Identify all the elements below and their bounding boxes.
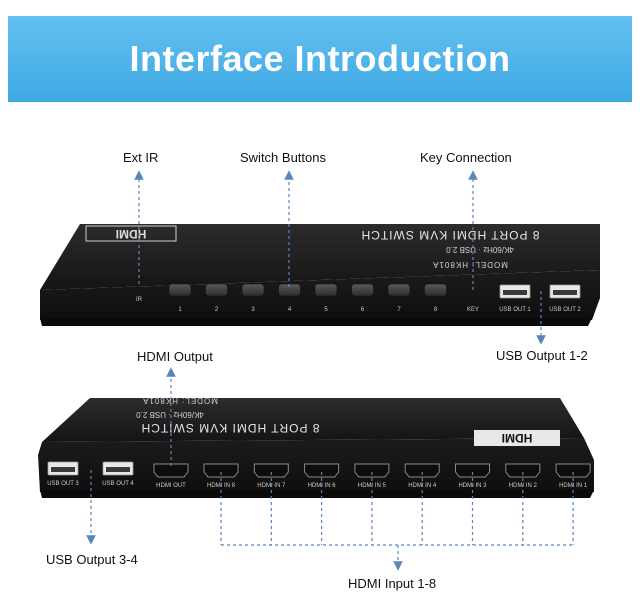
switch-button-number: 7 <box>397 307 401 313</box>
switch-button-number: 4 <box>288 307 292 313</box>
switch-button-number: 1 <box>178 307 182 313</box>
usb-out-2-port-inner <box>553 290 577 295</box>
front-ir-label: IR <box>136 297 143 303</box>
banner-title: Interface Introduction <box>129 38 511 79</box>
front-hdmi-logo: HDMI <box>116 227 147 241</box>
switch-button-number: 2 <box>215 307 219 313</box>
callout-ext-ir: Ext IR <box>123 150 159 165</box>
hdmi-input-port <box>555 463 591 478</box>
callout-hdmi-output: HDMI Output <box>137 349 213 364</box>
switch-button-7 <box>387 283 411 297</box>
front-device-top <box>40 224 600 290</box>
usb-out-1-port-inner <box>503 290 527 295</box>
back-device-top <box>42 398 584 442</box>
front-device: HDMI 8 PORT HDMI KVM SWITCH 4K/60Hz · US… <box>40 224 600 326</box>
front-device-edge <box>40 318 592 326</box>
switch-button-number: 3 <box>251 307 255 313</box>
usb-out-4-label: USB OUT 4 <box>102 481 134 487</box>
hdmi-input-port <box>505 463 541 478</box>
usb-out-4-port-inner <box>106 467 130 472</box>
usb-out-2-label: USB OUT 2 <box>549 307 581 313</box>
front-key-label: KEY <box>467 307 479 313</box>
callout-usb-output-1-2: USB Output 1-2 <box>496 348 588 363</box>
hdmi-input-bracket <box>220 472 574 571</box>
callout-hdmi-input-1-8: HDMI Input 1-8 <box>348 576 437 591</box>
front-switch-buttons: 1 2 3 4 5 6 7 8 <box>168 283 447 313</box>
front-hdmi-logo-box <box>85 225 177 242</box>
hdmi-input-port <box>304 463 340 478</box>
switch-button-6 <box>351 283 374 297</box>
hdmi-input-port <box>404 463 440 478</box>
switch-button-number: 5 <box>324 307 328 313</box>
switch-button-3 <box>241 283 265 297</box>
switch-button-number: 6 <box>361 307 365 313</box>
hdmi-input-port <box>203 463 239 478</box>
callout-key-connection: Key Connection <box>420 150 512 165</box>
back-hdmi-logo-box <box>474 430 560 446</box>
callout-usb-output-3-4: USB Output 3-4 <box>46 552 138 567</box>
front-product-line1: 8 PORT HDMI KVM SWITCH <box>361 228 540 242</box>
switch-button-1 <box>168 283 192 297</box>
callout-switch-buttons: Switch Buttons <box>240 150 326 165</box>
back-hdmi-logo: HDMI <box>502 431 533 445</box>
hdmi-input-port <box>253 463 289 478</box>
usb-out-1-label: USB OUT 1 <box>499 307 531 313</box>
usb-out-3-port-inner <box>51 467 75 472</box>
back-device-edge <box>40 490 594 498</box>
usb-out-3-label: USB OUT 3 <box>47 481 79 487</box>
hdmi-out-label: HDMI OUT <box>156 483 186 489</box>
switch-button-5 <box>314 283 338 297</box>
back-device: MODEL: HK801A 4K/60Hz · USB 2.0 8 PORT H… <box>38 396 594 498</box>
switch-button-number: 8 <box>434 307 438 313</box>
back-model: MODEL: HK801A <box>142 396 218 405</box>
hdmi-out-port <box>153 463 189 478</box>
front-product-line2: 4K/60Hz · USB 2.0 <box>446 245 514 254</box>
back-product-line2: 4K/60Hz · USB 2.0 <box>136 410 204 419</box>
callout-arrows <box>86 170 574 571</box>
back-product-line1: 8 PORT HDMI KVM SWITCH <box>141 421 320 435</box>
switch-button-8 <box>424 283 447 297</box>
title-banner: Interface Introduction <box>8 16 632 102</box>
switch-button-2 <box>205 283 228 297</box>
front-model: MODEL: HK801A <box>432 260 508 269</box>
hdmi-input-port <box>354 463 390 478</box>
hdmi-input-port <box>455 463 490 478</box>
